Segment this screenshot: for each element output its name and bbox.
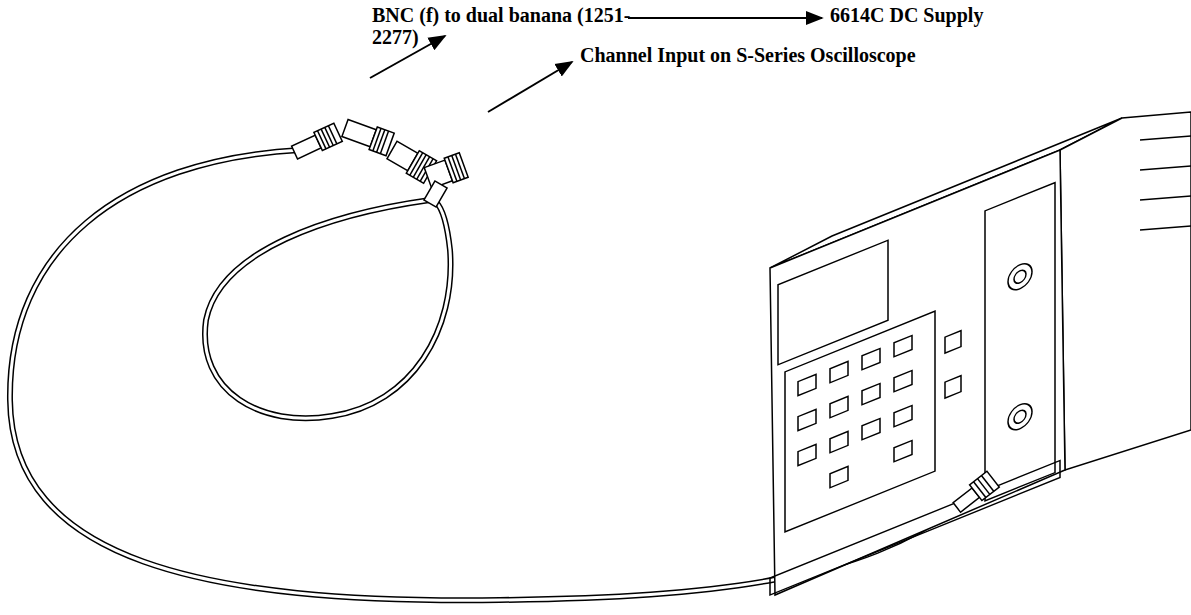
leader-arrow <box>628 17 822 19</box>
oscilloscope <box>770 112 1191 595</box>
bnc-adapter <box>290 117 468 207</box>
instrument-callout: 6614C DC Supply <box>830 4 983 26</box>
bnc-plug <box>951 471 1000 515</box>
input-callout: Channel Input on S-Series Oscilloscope <box>580 44 916 66</box>
cable-loop <box>205 200 451 418</box>
part-callout: BNC (f) to dual banana (1251-2277) <box>372 4 662 48</box>
leader-arrow <box>488 62 572 112</box>
